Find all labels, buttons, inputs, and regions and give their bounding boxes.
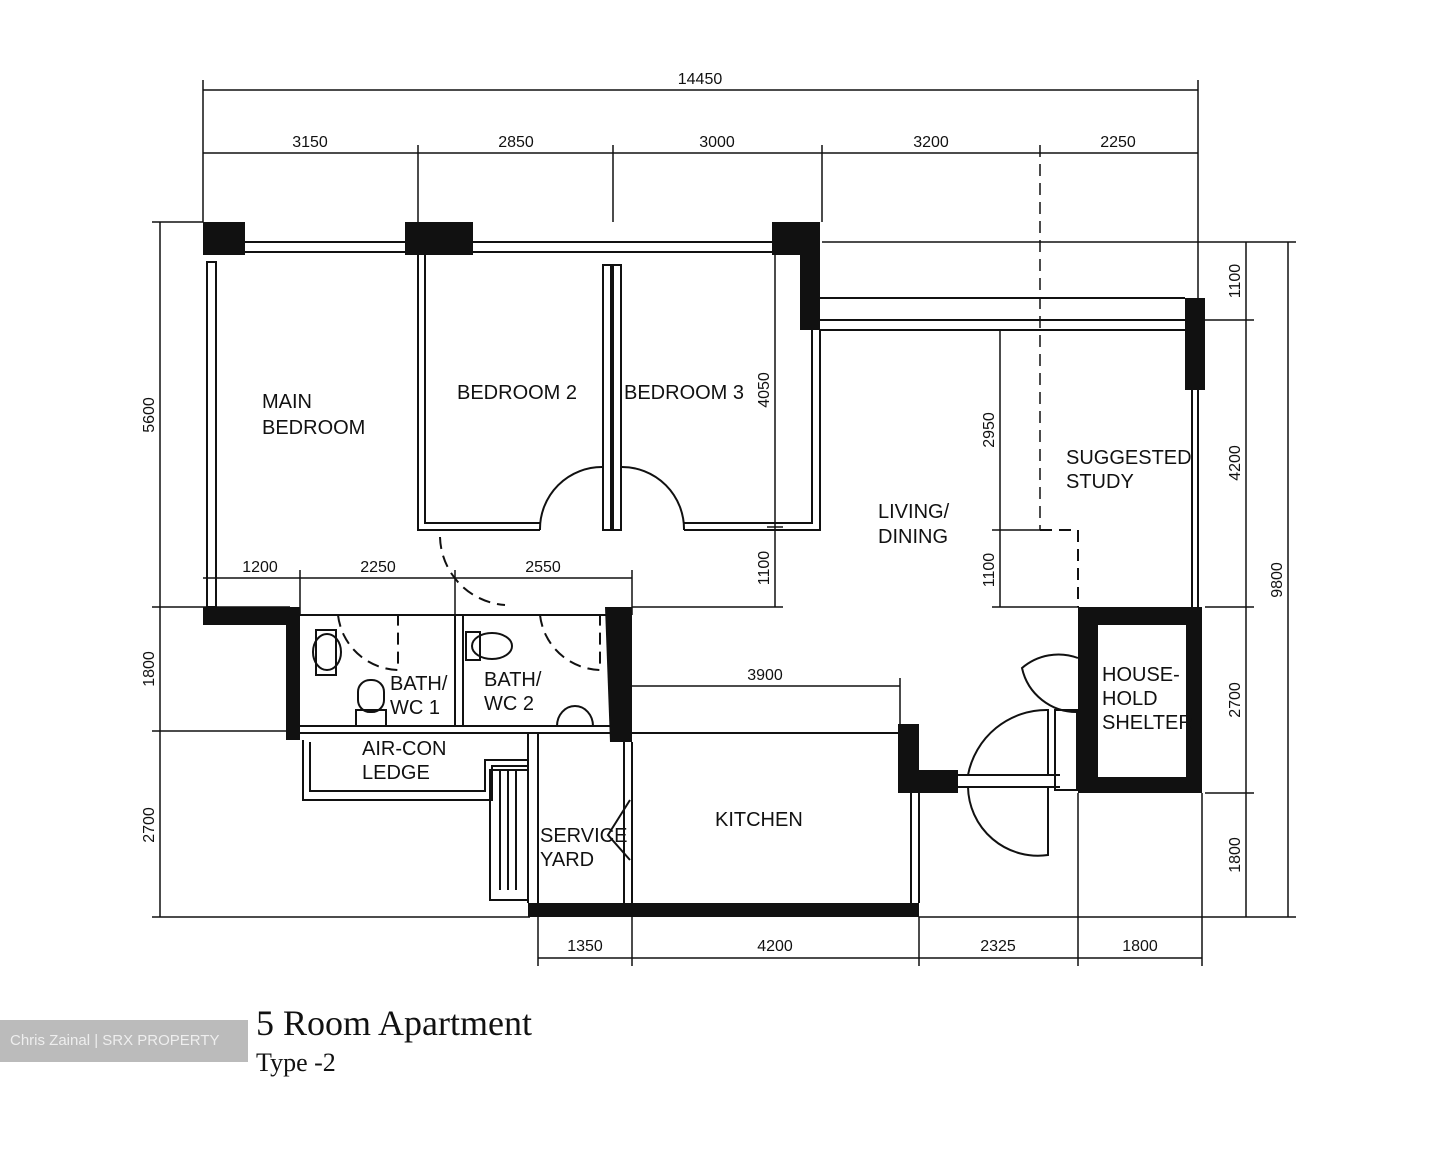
room-bath-2: BATH/	[484, 669, 542, 691]
dim-bath-row: 1200	[242, 559, 278, 576]
dim-bath-row: 2550	[525, 559, 561, 576]
room-main-bedroom: MAIN	[262, 391, 312, 413]
watermark: Chris Zainal | SRX PROPERTY	[0, 1020, 248, 1062]
dim-bedroom3-depth: 4050	[756, 372, 773, 408]
room-household-shelter: HOLD	[1102, 688, 1158, 710]
room-suggested-study: SUGGESTED	[1066, 447, 1192, 469]
dim-bottom: 2325	[980, 938, 1016, 955]
room-living-dining: LIVING/	[878, 501, 950, 523]
room-bedroom-3: BEDROOM 3	[624, 382, 744, 404]
dim-top: 3000	[699, 134, 735, 151]
room-household-shelter: HOUSE-	[1102, 664, 1180, 686]
room-aircon-ledge: AIR-CON	[362, 738, 446, 760]
walls	[203, 222, 1205, 917]
dim-right: 1800	[1227, 837, 1244, 873]
room-service-yard: YARD	[540, 849, 594, 871]
dim-bottom: 1350	[567, 938, 603, 955]
dim-corridor: 1100	[756, 551, 773, 586]
room-household-shelter: SHELTER	[1102, 712, 1193, 734]
room-bath-1: BATH/	[390, 673, 448, 695]
plan-title: 5 Room Apartment	[256, 1003, 532, 1043]
dim-bottom: 1800	[1122, 938, 1158, 955]
room-aircon-ledge: LEDGE	[362, 762, 430, 784]
room-labels: MAIN BEDROOM BEDROOM 2 BEDROOM 3 LIVING/…	[262, 382, 1193, 871]
room-service-yard: SERVICE	[540, 825, 627, 847]
dim-study: 2950	[981, 412, 998, 448]
room-bath-1: WC 1	[390, 697, 440, 719]
dim-study-1100: 1100	[981, 553, 998, 588]
dim-kitchen: 3900	[747, 667, 783, 684]
dim-top: 3200	[913, 134, 949, 151]
dim-right: 1100	[1227, 264, 1244, 299]
dim-top: 2250	[1100, 134, 1136, 151]
dim-left: 2700	[141, 807, 158, 843]
room-suggested-study: STUDY	[1066, 471, 1134, 493]
dim-right: 2700	[1227, 682, 1244, 718]
dim-overall-depth: 9800	[1269, 562, 1286, 598]
dim-overall-width: 14450	[678, 71, 723, 88]
room-kitchen: KITCHEN	[715, 809, 803, 831]
dim-top: 3150	[292, 134, 328, 151]
dim-bottom: 4200	[757, 938, 793, 955]
dim-left: 1800	[141, 651, 158, 687]
room-living-dining: DINING	[878, 526, 948, 548]
dim-top: 2850	[498, 134, 534, 151]
dim-bath-row: 2250	[360, 559, 396, 576]
dim-left: 5600	[141, 397, 158, 433]
plan-subtitle: Type -2	[256, 1048, 336, 1077]
dimension-lines	[152, 80, 1296, 966]
room-bedroom-2: BEDROOM 2	[457, 382, 577, 404]
room-bath-2: WC 2	[484, 693, 534, 715]
dimension-labels: 14450 3150 2850 3000 3200 2250 5600 1800…	[141, 71, 1286, 955]
dim-right: 4200	[1227, 445, 1244, 481]
room-main-bedroom: BEDROOM	[262, 417, 365, 439]
